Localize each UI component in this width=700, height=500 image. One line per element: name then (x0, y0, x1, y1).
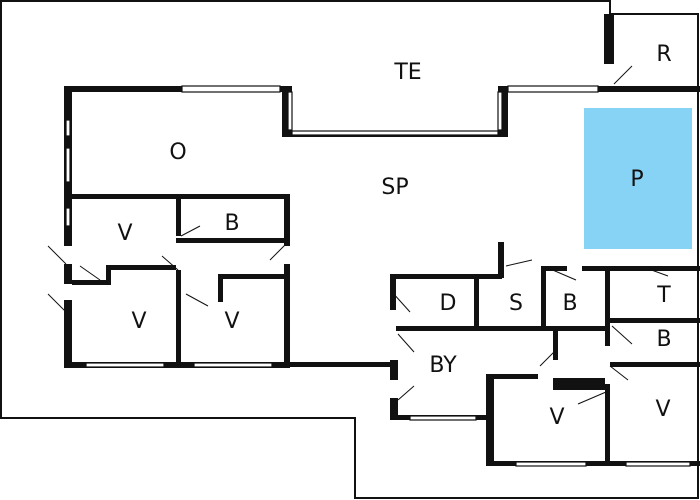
room-label-v1: V (117, 221, 132, 246)
room-label-b2: B (562, 291, 577, 316)
room-label-v3: V (224, 309, 239, 334)
room-label-b1: B (224, 211, 239, 236)
room-label-t: T (656, 283, 671, 308)
room-label-p: P (630, 167, 643, 192)
room-label-sp: SP (381, 175, 408, 200)
room-label-o: O (169, 140, 186, 165)
pool (584, 108, 692, 249)
doors (47, 65, 669, 405)
room-label-v4: V (549, 405, 564, 430)
room-label-v5: V (655, 397, 670, 422)
room-label-d: D (440, 291, 457, 316)
room-label-r: R (656, 42, 671, 67)
room-label-b3: B (656, 327, 671, 352)
room-label-s: S (509, 291, 523, 316)
room-labels: TE R O SP P V B V V D S B T BY B V V (117, 42, 671, 430)
room-label-v2: V (131, 309, 146, 334)
room-label-te: TE (393, 60, 421, 85)
windows (65, 85, 691, 467)
walls (64, 14, 700, 466)
room-label-by: BY (429, 353, 457, 378)
